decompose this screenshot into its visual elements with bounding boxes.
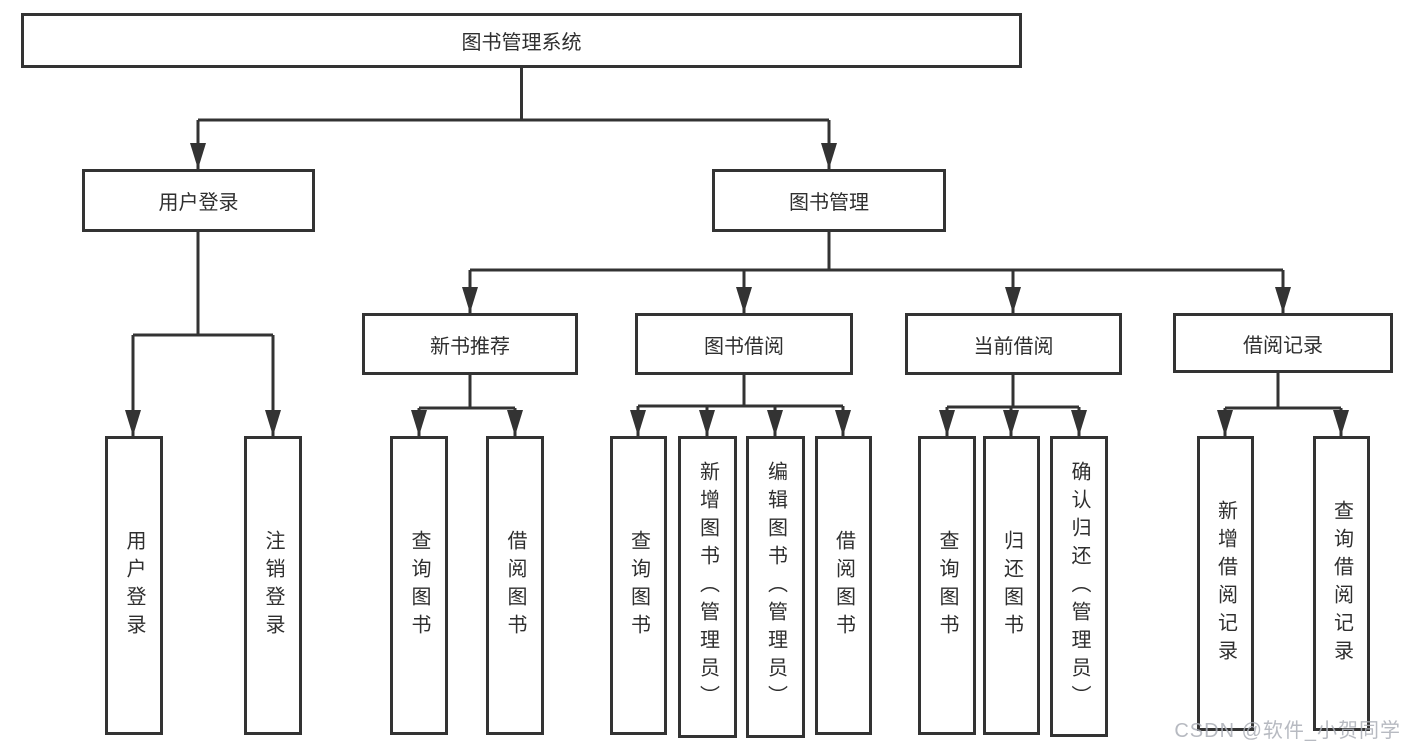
arrowhead (699, 410, 715, 436)
leaf-query-books-borrow: 查询图书 (610, 436, 667, 735)
arrowhead (125, 410, 141, 436)
leaf-query-books-current: 查询图书 (918, 436, 976, 735)
arrowhead (630, 410, 646, 436)
connector-newbooks-to-leaves (417, 375, 517, 436)
arrowhead (462, 287, 478, 313)
node-library-system: 图书管理系统 (21, 13, 1022, 68)
connector-bookmgmt-to-level3 (468, 232, 1285, 313)
node-new-book-recommend: 新书推荐 (362, 313, 578, 375)
leaf-add-book-admin: 新增图书（管理员） (678, 436, 737, 738)
arrowhead (1275, 287, 1291, 313)
node-book-management: 图书管理 (712, 169, 946, 232)
node-current-borrow: 当前借阅 (905, 313, 1122, 375)
arrowhead (507, 410, 523, 436)
node-book-borrow: 图书借阅 (635, 313, 853, 375)
node-user-login: 用户登录 (82, 169, 315, 232)
arrowhead (1071, 410, 1087, 436)
leaf-return-books: 归还图书 (983, 436, 1040, 735)
leaf-query-borrow-record: 查询借阅记录 (1313, 436, 1370, 731)
leaf-edit-book-admin: 编辑图书（管理员） (746, 436, 805, 738)
arrowhead (190, 143, 206, 169)
watermark: CSDN @软件_小贺同学 (1174, 720, 1401, 742)
connector-bookborrow-to-leaves (636, 375, 845, 436)
arrowhead (411, 410, 427, 436)
connector-root-to-level2 (196, 68, 831, 169)
leaf-confirm-return-admin: 确认归还（管理员） (1050, 436, 1108, 737)
arrowhead (1003, 410, 1019, 436)
arrowhead (939, 410, 955, 436)
arrowhead (265, 410, 281, 436)
arrowheads (125, 143, 1349, 436)
arrowhead (1217, 410, 1233, 436)
arrowhead (1005, 287, 1021, 313)
leaf-borrow-books: 借阅图书 (815, 436, 872, 735)
leaf-borrow-books-recommend: 借阅图书 (486, 436, 544, 735)
connector-userlogin-to-leaves (131, 232, 275, 436)
arrowhead (1333, 410, 1349, 436)
leaf-logout: 注销登录 (244, 436, 302, 735)
arrowhead (821, 143, 837, 169)
connector-borrowrecords-to-leaves (1223, 373, 1343, 436)
leaf-query-books-recommend: 查询图书 (390, 436, 448, 735)
node-borrow-records: 借阅记录 (1173, 313, 1393, 373)
arrowhead (767, 410, 783, 436)
arrowhead (835, 410, 851, 436)
arrowhead (736, 287, 752, 313)
leaf-add-borrow-record: 新增借阅记录 (1197, 436, 1254, 731)
leaf-user-login: 用户登录 (105, 436, 163, 735)
